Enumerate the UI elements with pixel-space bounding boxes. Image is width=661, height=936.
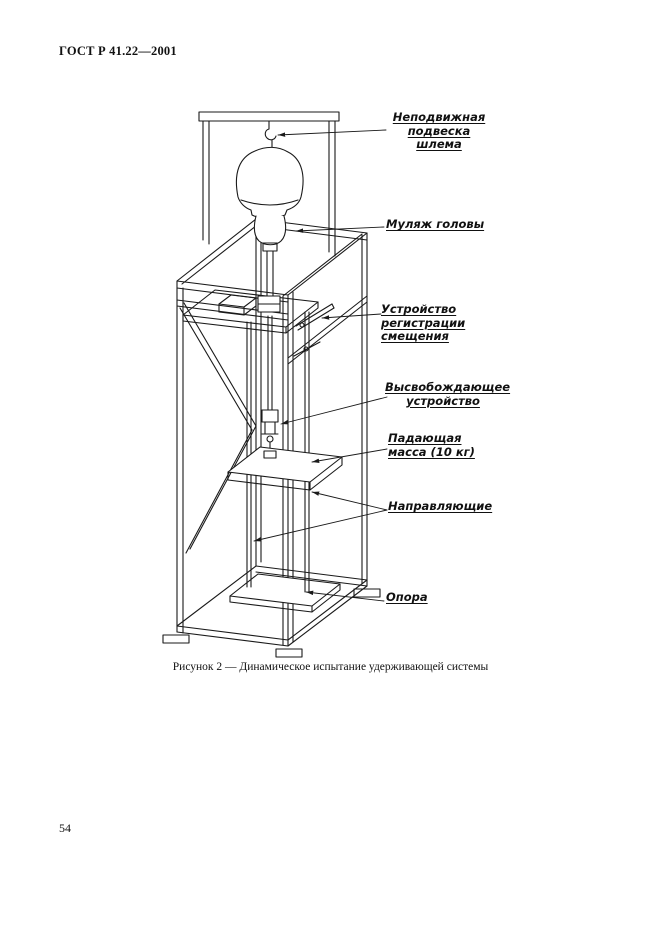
page-number: 54 (59, 821, 71, 835)
helmet-on-headform (235, 146, 304, 313)
callout-falling-mass: Падающая масса (10 кг) (388, 431, 475, 459)
figure-caption: Рисунок 2 — Динамическое испытание удерж… (172, 661, 489, 673)
callout-displacement-device: Устройство регистрации смещения (381, 302, 466, 343)
leader-lines (253, 129, 388, 602)
falling-mass-plate (227, 446, 343, 491)
callout-release-device: Высвобождающее устройство (385, 380, 511, 408)
callout-headform: Муляж головы (386, 217, 485, 231)
callout-guides: Направляющие (388, 499, 493, 513)
release-device (261, 315, 279, 466)
displacement-registration-device (182, 289, 335, 357)
standard-number-header: ГОСТ Р 41.22—2001 (59, 44, 177, 58)
suspension-gantry (198, 111, 340, 257)
callout-helmet-suspension: Неподвижная подвеска шлема (392, 110, 486, 151)
base-support (229, 573, 341, 613)
callout-support: Опора (386, 590, 428, 604)
